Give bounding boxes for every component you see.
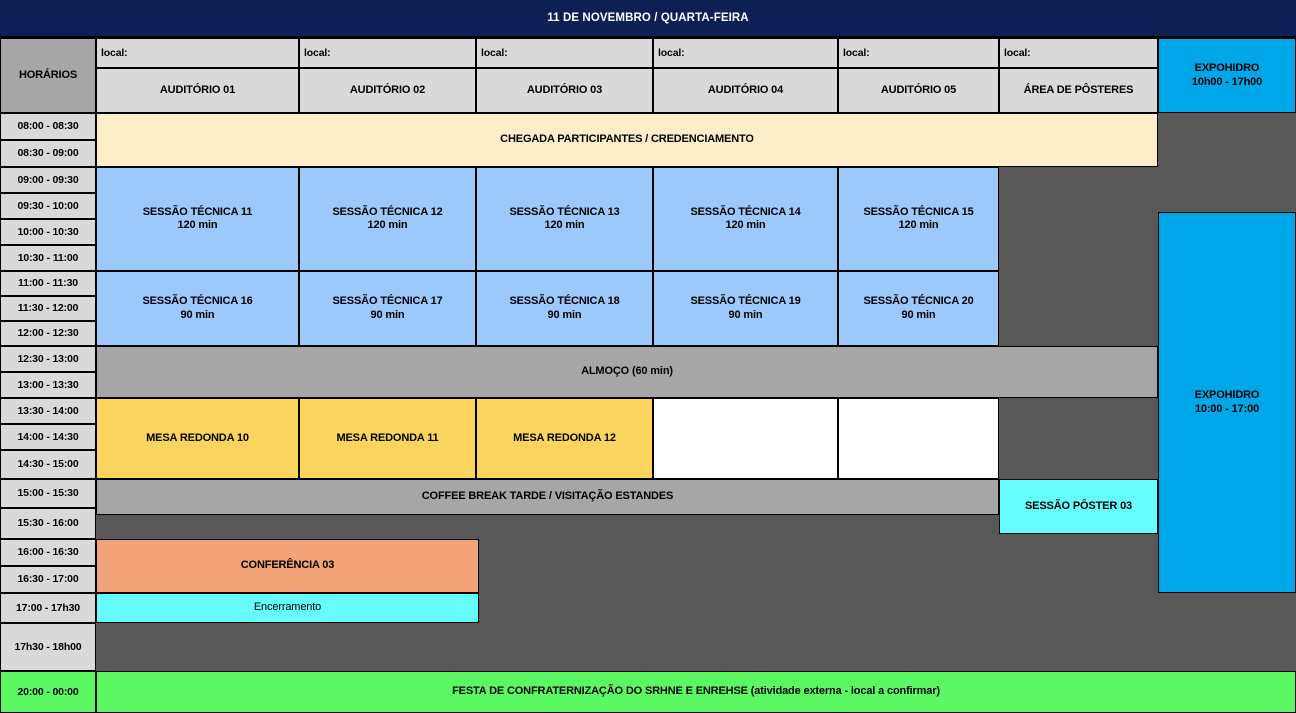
event-conferencia-03[interactable]: CONFERÊNCIA 03 <box>96 539 479 593</box>
event-empty-slot-auditorio-05[interactable] <box>838 398 999 479</box>
time-slot: 10:30 - 11:00 <box>0 245 96 271</box>
event-duration: 90 min <box>370 308 405 321</box>
event-mesa-redonda-11[interactable]: MESA REDONDA 11 <box>299 398 476 479</box>
event-title: SESSÃO TÉCNICA 14 <box>690 205 801 218</box>
event-festa-confraternizacao[interactable]: FESTA DE CONFRATERNIZAÇÃO DO SRHNE E ENR… <box>96 671 1296 713</box>
header-room-auditorio-03: AUDITÓRIO 03 <box>476 68 653 113</box>
event-title: SESSÃO TÉCNICA 12 <box>332 205 443 218</box>
event-title: SESSÃO TÉCNICA 11 <box>142 205 253 218</box>
event-duration: 120 min <box>367 219 408 231</box>
event-mesa-redonda-10[interactable]: MESA REDONDA 10 <box>96 398 299 479</box>
header-local-auditorio-03: local: <box>476 38 653 68</box>
event-sessao-tecnica-13[interactable]: SESSÃO TÉCNICA 13 120 min <box>476 167 653 271</box>
empty-dark-area <box>96 623 1158 671</box>
time-slot: 08:00 - 08:30 <box>0 113 96 140</box>
event-title: SESSÃO TÉCNICA 20 <box>863 295 974 308</box>
event-duration: 90 min <box>180 308 215 321</box>
event-title: SESSÃO TÉCNICA 15 <box>863 205 974 218</box>
time-slot: 14:30 - 15:00 <box>0 450 96 479</box>
header-local-area-posteres: local: <box>999 38 1158 68</box>
header-room-auditorio-02: AUDITÓRIO 02 <box>299 68 476 113</box>
empty-dark-area <box>999 167 1158 515</box>
event-duration: 90 min <box>547 308 582 321</box>
time-slot: 15:00 - 15:30 <box>0 479 96 508</box>
event-credenciamento[interactable]: CHEGADA PARTICIPANTES / CREDENCIAMENTO <box>96 113 1158 167</box>
header-room-area-posteres: ÁREA DE PÔSTERES <box>999 68 1158 113</box>
event-encerramento[interactable]: Encerramento <box>96 593 479 623</box>
header-room-auditorio-04: AUDITÓRIO 04 <box>653 68 838 113</box>
event-sessao-tecnica-18[interactable]: SESSÃO TÉCNICA 18 90 min <box>476 271 653 346</box>
time-slot: 08:30 - 09:00 <box>0 140 96 167</box>
event-title: SESSÃO TÉCNICA 19 <box>690 295 801 308</box>
header-local-auditorio-01: local: <box>96 38 299 68</box>
time-slot: 17h30 - 18h00 <box>0 623 96 671</box>
time-slot: 14:00 - 14:30 <box>0 424 96 450</box>
empty-dark-area <box>96 515 1158 539</box>
day-title-bar: 11 DE NOVEMBRO / QUARTA-FEIRA <box>0 0 1296 36</box>
event-almoco[interactable]: ALMOÇO (60 min) <box>96 346 1158 398</box>
event-sessao-tecnica-12[interactable]: SESSÃO TÉCNICA 12 120 min <box>299 167 476 271</box>
empty-dark-area <box>1158 113 1296 212</box>
event-title: SESSÃO TÉCNICA 17 <box>332 295 443 308</box>
event-sessao-tecnica-15[interactable]: SESSÃO TÉCNICA 15 120 min <box>838 167 999 271</box>
time-slot: 12:30 - 13:00 <box>0 346 96 372</box>
header-room-auditorio-01: AUDITÓRIO 01 <box>96 68 299 113</box>
event-sessao-poster-03[interactable]: SESSÃO PÔSTER 03 <box>999 479 1158 534</box>
header-horarios: HORÁRIOS <box>0 38 96 113</box>
expohidro-header-time: 10h00 - 17h00 <box>1191 75 1263 88</box>
event-sessao-tecnica-20[interactable]: SESSÃO TÉCNICA 20 90 min <box>838 271 999 346</box>
time-slot: 12:00 - 12:30 <box>0 321 96 346</box>
event-sessao-tecnica-16[interactable]: SESSÃO TÉCNICA 16 90 min <box>96 271 299 346</box>
event-expohidro-main[interactable]: EXPOHIDRO 10:00 - 17:00 <box>1158 212 1296 593</box>
time-slot: 10:00 - 10:30 <box>0 219 96 245</box>
event-duration: 90 min <box>901 308 936 321</box>
time-slot: 11:30 - 12:00 <box>0 296 96 321</box>
expohidro-title: EXPOHIDRO <box>1194 389 1260 402</box>
event-mesa-redonda-12[interactable]: MESA REDONDA 12 <box>476 398 653 479</box>
header-local-auditorio-02: local: <box>299 38 476 68</box>
event-title: SESSÃO TÉCNICA 18 <box>509 295 620 308</box>
header-local-auditorio-05: local: <box>838 38 999 68</box>
event-sessao-tecnica-14[interactable]: SESSÃO TÉCNICA 14 120 min <box>653 167 838 271</box>
event-duration: 120 min <box>725 219 766 231</box>
event-sessao-tecnica-19[interactable]: SESSÃO TÉCNICA 19 90 min <box>653 271 838 346</box>
event-duration: 120 min <box>544 219 585 231</box>
header-local-auditorio-04: local: <box>653 38 838 68</box>
empty-dark-area <box>479 539 1158 623</box>
expohidro-header-title: EXPOHIDRO <box>1194 62 1260 75</box>
event-sessao-tecnica-17[interactable]: SESSÃO TÉCNICA 17 90 min <box>299 271 476 346</box>
time-slot: 13:30 - 14:00 <box>0 398 96 424</box>
time-slot: 17:00 - 17h30 <box>0 593 96 623</box>
expohidro-header-block: EXPOHIDRO 10h00 - 17h00 <box>1158 38 1296 113</box>
event-duration: 120 min <box>177 219 218 231</box>
time-slot: 11:00 - 11:30 <box>0 271 96 296</box>
time-slot: 13:00 - 13:30 <box>0 372 96 398</box>
event-duration: 90 min <box>728 308 763 321</box>
time-slot: 09:00 - 09:30 <box>0 167 96 193</box>
event-empty-slot-auditorio-04[interactable] <box>653 398 838 479</box>
time-slot: 09:30 - 10:00 <box>0 193 96 219</box>
header-room-auditorio-05: AUDITÓRIO 05 <box>838 68 999 113</box>
event-title: SESSÃO TÉCNICA 16 <box>142 295 253 308</box>
expohidro-time: 10:00 - 17:00 <box>1194 402 1260 415</box>
time-slot: 16:30 - 17:00 <box>0 566 96 593</box>
event-coffee-break[interactable]: COFFEE BREAK TARDE / VISITAÇÃO ESTANDES <box>96 479 999 515</box>
time-slot: 15:30 - 16:00 <box>0 508 96 539</box>
event-duration: 120 min <box>898 219 939 231</box>
event-title: SESSÃO TÉCNICA 13 <box>509 205 620 218</box>
event-sessao-tecnica-11[interactable]: SESSÃO TÉCNICA 11 120 min <box>96 167 299 271</box>
time-slot: 16:00 - 16:30 <box>0 539 96 566</box>
time-slot-festa: 20:00 - 00:00 <box>0 671 96 713</box>
